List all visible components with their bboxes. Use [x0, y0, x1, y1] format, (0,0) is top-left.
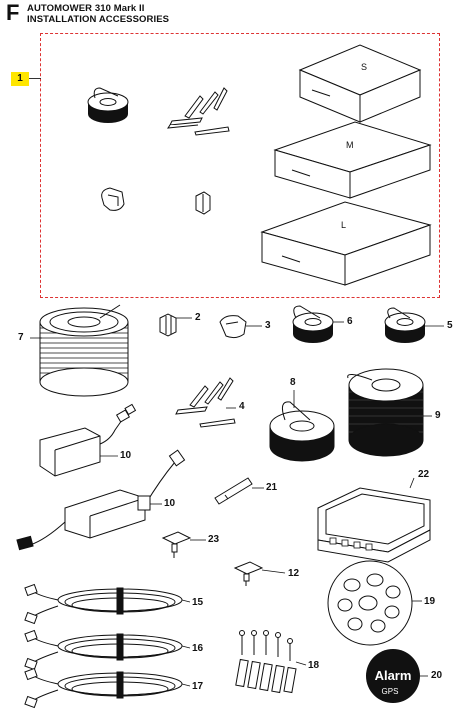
charging-clip-icon: [233, 561, 264, 586]
box-small-icon: [298, 44, 422, 123]
callout-10-upper: 10: [120, 450, 132, 461]
callout-23: 23: [208, 534, 220, 545]
kit-connector-icon: [101, 187, 125, 211]
callout-19: 19: [424, 596, 436, 607]
section-letter: F: [6, 0, 20, 25]
box-small-label: S: [361, 62, 368, 72]
callout-21: 22: [418, 469, 430, 480]
callout-8: 8: [290, 377, 296, 388]
box-large-label: L: [341, 220, 347, 230]
callout-6: 6: [347, 316, 353, 327]
callout-20: 20: [431, 670, 443, 681]
cable-reel-icon: [39, 304, 129, 397]
callout-17: 17: [192, 681, 204, 692]
installation-kit-frame: [40, 33, 440, 298]
kit-callout-leader: [29, 78, 41, 79]
storage-case-icon: [317, 487, 431, 563]
callout-10-lower: 10: [164, 498, 176, 509]
kit-coupler-icon: [195, 191, 211, 215]
callout-12: 12: [288, 568, 300, 579]
box-medium-label: M: [346, 140, 354, 150]
marker-tool-icon: [214, 477, 253, 505]
page-title: AUTOMOWER 310 Mark II: [27, 3, 145, 14]
power-supply-large-icon: [16, 449, 186, 551]
wire-spool-5-icon: [384, 307, 426, 344]
connector-icon: [219, 315, 247, 339]
kit-stakes-icon: [166, 87, 230, 136]
kit-wire-spool-icon: [87, 87, 129, 124]
wire-spool-6-icon: [292, 305, 334, 344]
extension-cable-15-icon: [24, 583, 183, 625]
screws-and-plugs-icon: [235, 630, 297, 694]
kit-callout-tag: 1: [11, 72, 29, 86]
callout-16: 16: [192, 643, 204, 654]
leader-lines: [30, 317, 444, 687]
box-large-icon: [260, 201, 432, 286]
callout-5: 5: [447, 320, 453, 331]
box-medium-icon: [273, 121, 432, 199]
wire-spool-8-icon: [269, 401, 335, 462]
callout-3: 3: [265, 320, 271, 331]
extension-cable-16-icon: [24, 629, 183, 671]
coupler-clip-icon: [159, 313, 177, 337]
callout-9: 9: [435, 410, 441, 421]
mounting-clip-icon: [161, 531, 192, 558]
protective-plate-icon: [327, 560, 413, 646]
wire-coil-9-icon: [347, 368, 424, 457]
callout-2: 2: [195, 312, 201, 323]
power-supply-small-icon: [39, 403, 137, 477]
extension-cable-17-icon: [24, 667, 183, 709]
stakes-icon: [175, 377, 236, 428]
callout-18: 18: [308, 660, 320, 671]
badge-line2: GPS: [382, 687, 399, 696]
callout-7: 7: [18, 332, 24, 343]
callout-4: 4: [239, 401, 245, 412]
callout-22: 21: [266, 482, 278, 493]
badge-line1: Alarm: [375, 668, 412, 683]
alarm-gps-badge-icon: Alarm GPS: [366, 649, 420, 703]
callout-15: 15: [192, 597, 204, 608]
page-subtitle: INSTALLATION ACCESSORIES: [27, 14, 170, 25]
